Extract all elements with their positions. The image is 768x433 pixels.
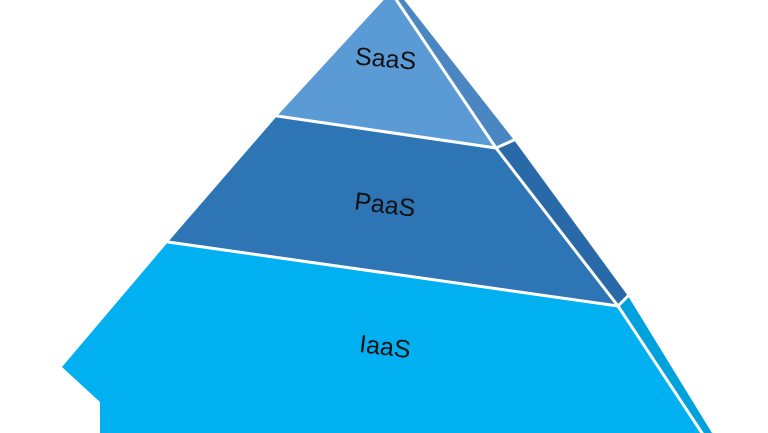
pyramid-layer-saas: SaaS [277,0,514,148]
edge-saas-front-side [394,0,498,150]
pyramid-layer-paas: PaaS [168,116,628,306]
paas-side-face [496,140,628,306]
divider-side-paas-iaas [616,294,630,308]
iaas-front-face [62,242,703,433]
paas-front-face [168,116,618,306]
iaas-side-face [618,296,712,433]
iaas-label: IaaS [358,330,412,364]
pyramid-layer-iaas: IaaS [62,242,712,433]
saas-front-face [277,0,496,148]
saas-side-face [396,0,514,148]
layer-dividers [166,0,704,433]
edge-paas-front-side [494,146,620,308]
divider-paas-iaas [166,240,620,308]
edge-iaas-front-side [616,304,704,433]
saas-label: SaaS [354,42,417,75]
divider-saas-paas [275,114,498,150]
divider-side-saas-paas [494,138,516,150]
